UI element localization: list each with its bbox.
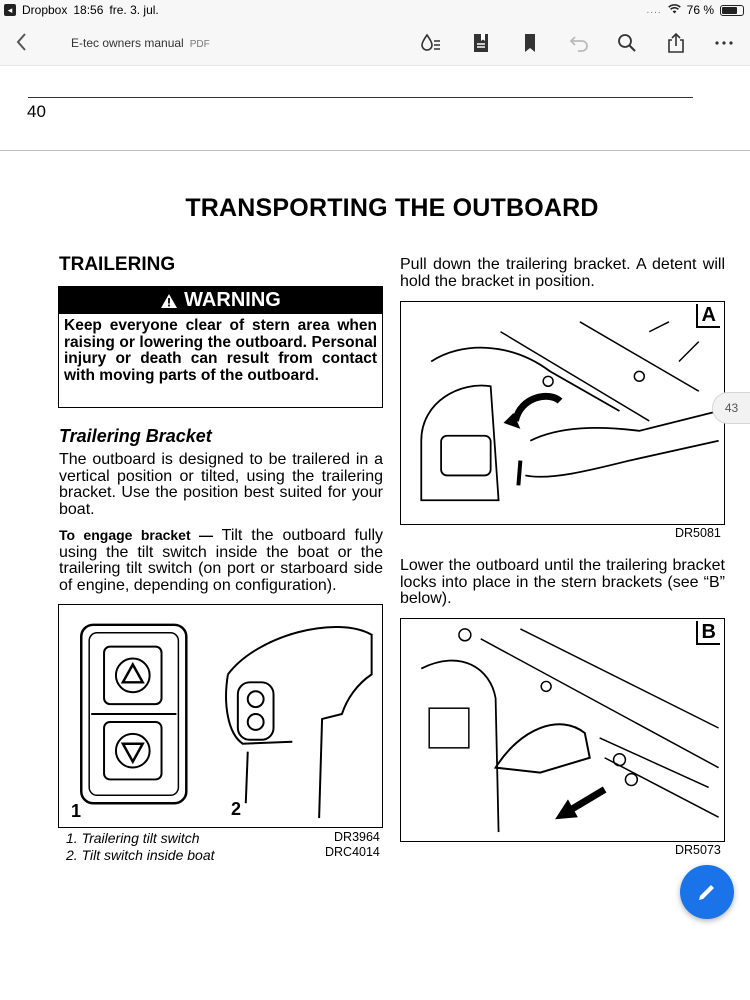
battery-percent: 76 % xyxy=(686,3,714,17)
warning-box: WARNING Keep everyone clear of stern are… xyxy=(58,286,383,408)
back-to-app-icon[interactable]: ◂ xyxy=(4,4,16,16)
bookmark-document-icon[interactable] xyxy=(470,32,492,54)
paragraph-engage-bracket: To engage bracket — Tilt the outboard fu… xyxy=(59,527,383,594)
warning-label: WARNING xyxy=(184,289,281,311)
undo-icon[interactable] xyxy=(568,32,590,54)
bookmark-icon[interactable] xyxy=(519,32,541,54)
status-time: 18:56 xyxy=(73,3,104,17)
pdf-page-view[interactable]: 40 TRANSPORTING THE OUTBOARD TRAILERING … xyxy=(0,66,750,1000)
figure-label-1: 1 xyxy=(71,801,82,821)
engage-bracket-text: Tilt the outboard fully using the tilt s… xyxy=(59,527,384,594)
file-type-label: PDF xyxy=(189,39,210,50)
ink-drop-list-icon[interactable] xyxy=(420,32,442,54)
page-separator xyxy=(0,150,750,151)
figure-b-code: DR5073 xyxy=(675,843,721,857)
document-name: E-tec owners manual xyxy=(71,36,184,50)
status-bar: ◂ Dropbox 18:56 fre. 3. jul. .... 76 % xyxy=(0,0,750,20)
battery-icon xyxy=(720,4,744,16)
battery-level xyxy=(722,6,738,14)
caption-item-2: 2. Tilt switch inside boat xyxy=(66,846,215,863)
figure-letter-a: A xyxy=(695,304,720,328)
status-app-name[interactable]: Dropbox xyxy=(22,3,68,17)
engage-bracket-lead: To engage bracket — xyxy=(59,527,213,543)
header-rule xyxy=(28,97,693,98)
signal-icon: .... xyxy=(646,4,662,16)
next-page-tab[interactable]: 43 xyxy=(712,392,750,424)
status-date: fre. 3. jul. xyxy=(109,3,159,17)
warning-triangle-icon xyxy=(161,293,178,308)
paragraph-design: The outboard is designed to be trailered… xyxy=(59,451,383,518)
page-title: TRANSPORTING THE OUTBOARD xyxy=(185,194,599,222)
search-icon[interactable] xyxy=(616,32,638,54)
tilt-switches-illustration xyxy=(80,623,373,819)
figure-code-1: DR3964 DRC4014 xyxy=(325,830,380,860)
page-number: 40 xyxy=(27,102,46,121)
paragraph-pull-down: Pull down the trailering bracket. A dete… xyxy=(400,256,725,290)
paragraph-lower-outboard: Lower the outboard until the trailering … xyxy=(400,557,725,607)
warning-header: WARNING xyxy=(59,287,382,314)
toolbar: E-tec owners manual PDF xyxy=(0,20,750,66)
figure-caption: 1. Trailering tilt switch 2. Tilt switch… xyxy=(66,830,215,863)
back-chevron-icon[interactable] xyxy=(10,30,34,54)
figure-code-drc4014: DRC4014 xyxy=(325,845,380,859)
figure-tilt-switches: 1 2 xyxy=(58,604,383,828)
more-icon[interactable] xyxy=(713,32,735,54)
figure-a: A xyxy=(400,301,725,525)
figure-letter-b: B xyxy=(695,621,720,645)
bracket-lock-illustration xyxy=(420,628,719,833)
subsection-heading: Trailering Bracket xyxy=(59,426,212,446)
figure-b: B xyxy=(400,618,725,842)
document-title: E-tec owners manual PDF xyxy=(71,36,210,50)
pencil-icon xyxy=(699,883,716,900)
edit-fab-button[interactable] xyxy=(680,865,734,919)
figure-code-dr3964: DR3964 xyxy=(334,830,380,844)
figure-label-2: 2 xyxy=(231,799,242,819)
figure-a-code: DR5081 xyxy=(675,526,721,540)
wifi-icon xyxy=(667,3,681,17)
caption-item-1: 1. Trailering tilt switch xyxy=(66,830,200,846)
share-icon[interactable] xyxy=(665,32,687,54)
warning-text: Keep everyone clear of stern area when r… xyxy=(64,317,377,384)
section-heading: TRAILERING xyxy=(59,254,176,275)
bracket-pull-down-illustration xyxy=(420,321,719,502)
